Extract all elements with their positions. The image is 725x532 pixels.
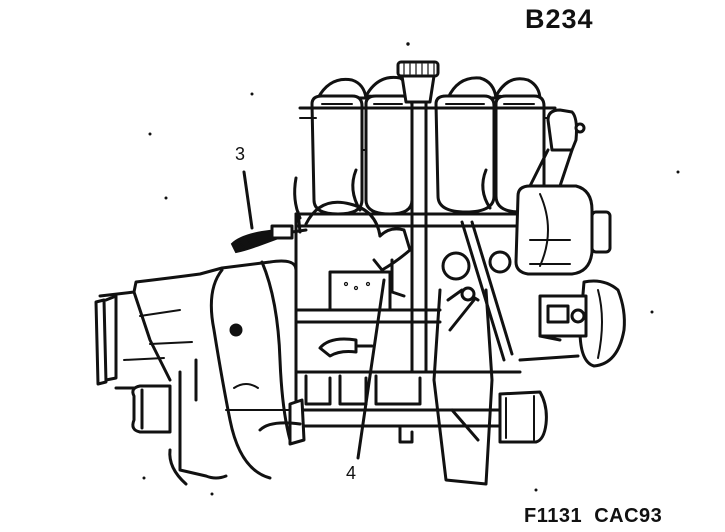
callout-number-3: 3 (235, 144, 246, 164)
callout-3-leader (242, 170, 254, 230)
oil-filler-cap (396, 60, 440, 374)
callout-number-4: 4 (346, 463, 357, 483)
alternator (514, 184, 612, 276)
crankshaft-pulley (518, 279, 626, 368)
right-output-shaft (498, 390, 548, 444)
engine-mount-bracket (432, 220, 514, 486)
scan-specks (142, 42, 680, 496)
figure-reference-label: F1131 CAC93 (524, 505, 663, 527)
wiring-harness (230, 176, 308, 254)
coolant-reservoir-bracket (528, 108, 586, 188)
callout-4-leader (356, 278, 386, 460)
intake-manifold (298, 75, 557, 216)
engine-code-label: B234 (525, 4, 594, 34)
transmission-housing (94, 259, 306, 486)
